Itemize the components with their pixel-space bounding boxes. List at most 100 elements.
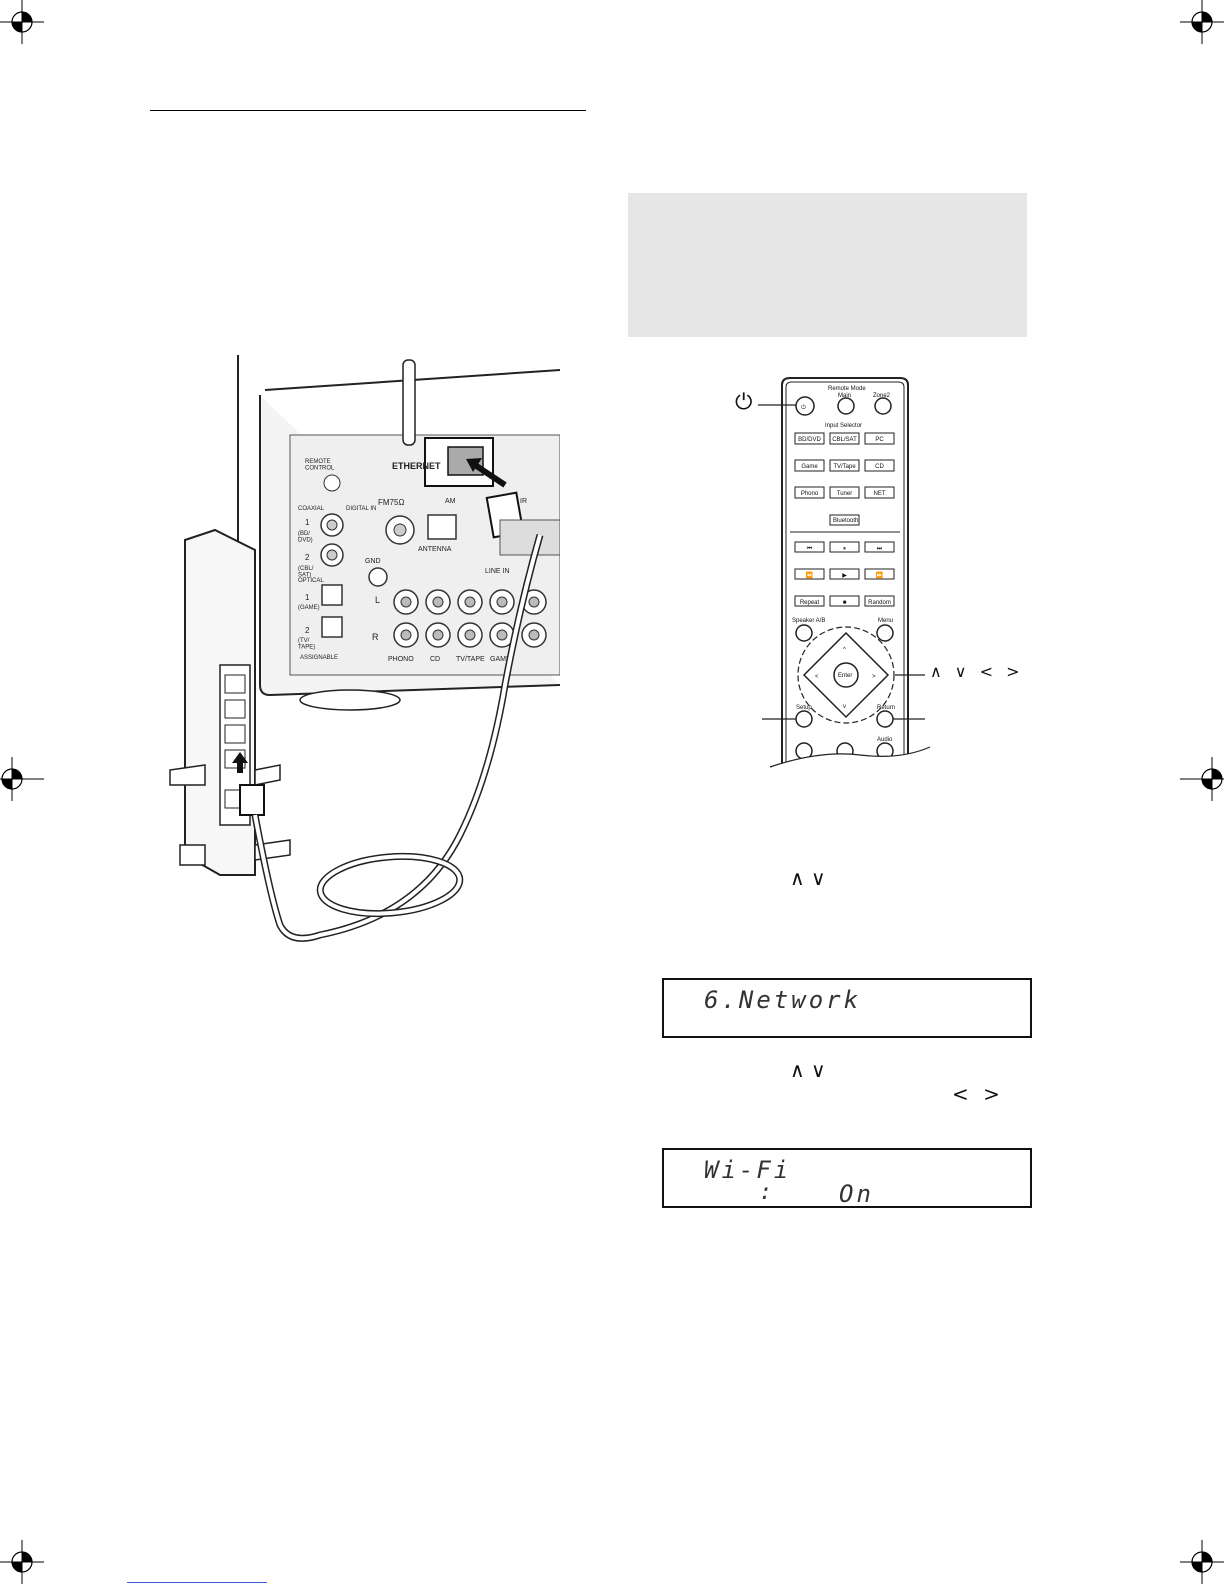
input-button-label: TV/Tape (833, 464, 856, 470)
transport-button[interactable] (829, 568, 860, 580)
input-button[interactable] (864, 486, 895, 499)
input-button-label: Game (801, 464, 818, 470)
setup-label: Setup (796, 705, 812, 711)
input-button-label: NET (874, 491, 886, 497)
svg-text:<: < (815, 674, 819, 680)
transport-button-label: ⏭ (877, 546, 883, 552)
section-title-rule (150, 110, 586, 111)
step-up-down-glyph-2: ∧ ∨ (790, 1058, 826, 1082)
input-button[interactable] (829, 459, 860, 472)
optical-2-label: 2 (305, 626, 310, 635)
registration-mark-bottom-right (1180, 1540, 1224, 1584)
coax-2-label: 2 (305, 553, 310, 562)
transport-button-label: ⏸ (843, 546, 846, 552)
input-button-label: CBL/SAT (832, 437, 857, 443)
transport-button[interactable] (829, 595, 860, 607)
transport-button[interactable] (794, 541, 825, 553)
remote-mode-label: Remote Mode (828, 386, 866, 392)
assignable-label: ASSIGNABLE (300, 655, 338, 661)
step-left-right-glyph: < > (952, 1082, 1004, 1106)
remote-power-button[interactable] (795, 396, 815, 416)
transport-button[interactable] (794, 595, 825, 607)
R-label: R (372, 632, 379, 642)
display-colon: : (759, 1180, 773, 1205)
display-line-1: Wi-Fi (704, 1156, 792, 1184)
remote-control-illustration: ⏻ Remote Mode Main Zone2 Input Selector … (758, 377, 931, 770)
digital-in-label: DIGITAL IN (346, 506, 376, 512)
menu-label: Menu (878, 618, 893, 624)
input-button[interactable] (794, 432, 825, 445)
antenna-label: ANTENNA (418, 546, 452, 553)
input-button[interactable] (829, 432, 860, 445)
enter-label: Enter (838, 673, 852, 679)
transport-button-label: ▶ (842, 573, 847, 579)
ir-label: IR (520, 498, 527, 505)
coax-2-sub-label: (CBL/SAT) (298, 566, 314, 579)
input-button-label: BD/DVD (798, 437, 821, 443)
transport-button-label: ⏪ (806, 571, 814, 579)
transport-button[interactable] (864, 541, 895, 553)
svg-text:>: > (872, 674, 876, 680)
L-label: L (375, 595, 380, 605)
input-button[interactable] (829, 486, 860, 499)
remote-power-glyph: ⏻ (801, 404, 806, 411)
power-callout-icon: ⏻ (735, 390, 753, 415)
zone2-button[interactable] (874, 397, 892, 415)
enter-button[interactable] (833, 662, 859, 688)
input-selector-label: Input Selector (825, 423, 862, 429)
gnd-label: GND (365, 558, 381, 565)
registration-mark-mid-left (0, 757, 44, 801)
line-in-label: LINE IN (485, 568, 510, 575)
input-button[interactable] (794, 486, 825, 499)
optical-1-label: 1 (305, 593, 310, 602)
optical-1-sub-label: (GAME) (298, 605, 320, 611)
transport-button-label: Random (868, 600, 891, 606)
footer-link-rule (127, 1582, 267, 1583)
input-button-label: Tuner (837, 491, 852, 497)
note-box (628, 193, 1027, 337)
audio-label: Audio (877, 737, 893, 743)
optical-label: OPTICAL (298, 578, 324, 584)
menu-button[interactable] (876, 624, 894, 642)
cursor-keys-callout: ∧ ∨ < > (930, 662, 1024, 681)
tv-tape-label: TV/TAPE (456, 656, 485, 663)
return-label: Return (877, 705, 895, 711)
transport-button-label: ■ (843, 600, 847, 606)
speaker-ab-button[interactable] (795, 624, 813, 642)
input-button[interactable] (864, 432, 895, 445)
bluetooth-button[interactable] (829, 514, 860, 526)
input-button[interactable] (794, 459, 825, 472)
return-button[interactable] (876, 710, 894, 728)
registration-mark-bottom-left (0, 1540, 44, 1584)
cd-label: CD (430, 656, 440, 663)
display-line-1: 6.Network (704, 986, 862, 1014)
fm-label: FM75Ω (378, 498, 404, 507)
input-button-label: CD (875, 464, 884, 470)
input-button-label: PC (875, 437, 884, 443)
transport-button[interactable] (794, 568, 825, 580)
zone2-label: Zone2 (873, 393, 891, 399)
input-button[interactable] (864, 459, 895, 472)
input-button-label: Phono (801, 491, 819, 497)
transport-button-label: Repeat (800, 600, 820, 606)
setup-button[interactable] (795, 710, 813, 728)
registration-mark-mid-right (1180, 757, 1224, 801)
main-button[interactable] (837, 397, 855, 415)
front-display-network: 6.Network (662, 978, 1032, 1038)
ethernet-port-label: ETHERNET (392, 461, 441, 471)
coaxial-label: COAXIAL (298, 506, 325, 512)
svg-text:^: ^ (843, 647, 846, 653)
step-up-down-glyph-1: ∧ ∨ (790, 866, 826, 890)
transport-button[interactable] (864, 595, 895, 607)
registration-mark-top-left (0, 0, 44, 44)
phono-label: PHONO (388, 656, 414, 663)
registration-mark-top-right (1180, 0, 1224, 44)
svg-text:v: v (843, 704, 846, 710)
bluetooth-label: Bluetooth (833, 518, 858, 524)
speaker-ab-label: Speaker A/B (792, 618, 825, 624)
transport-button[interactable] (829, 541, 860, 553)
optical-2-sub-label: (TV/TAPE) (298, 638, 315, 651)
transport-button[interactable] (864, 568, 895, 580)
